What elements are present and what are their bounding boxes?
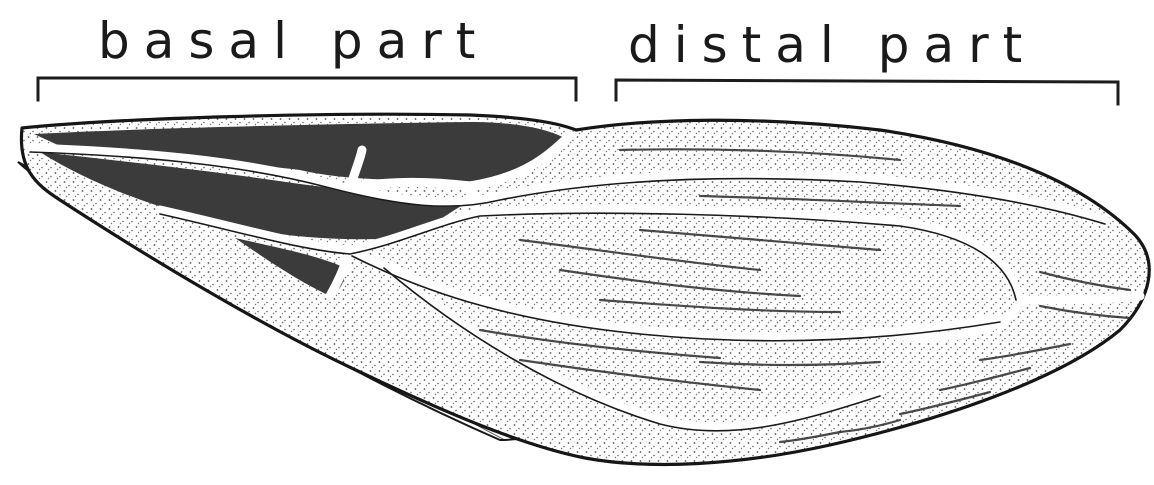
distal-bracket xyxy=(616,80,1118,104)
wing-membrane xyxy=(21,114,1149,464)
basal-part-label: basal part xyxy=(98,12,489,70)
distal-part-label: distal part xyxy=(628,16,1036,74)
vein-media-branch xyxy=(1020,296,1140,300)
basal-bracket xyxy=(38,78,576,100)
